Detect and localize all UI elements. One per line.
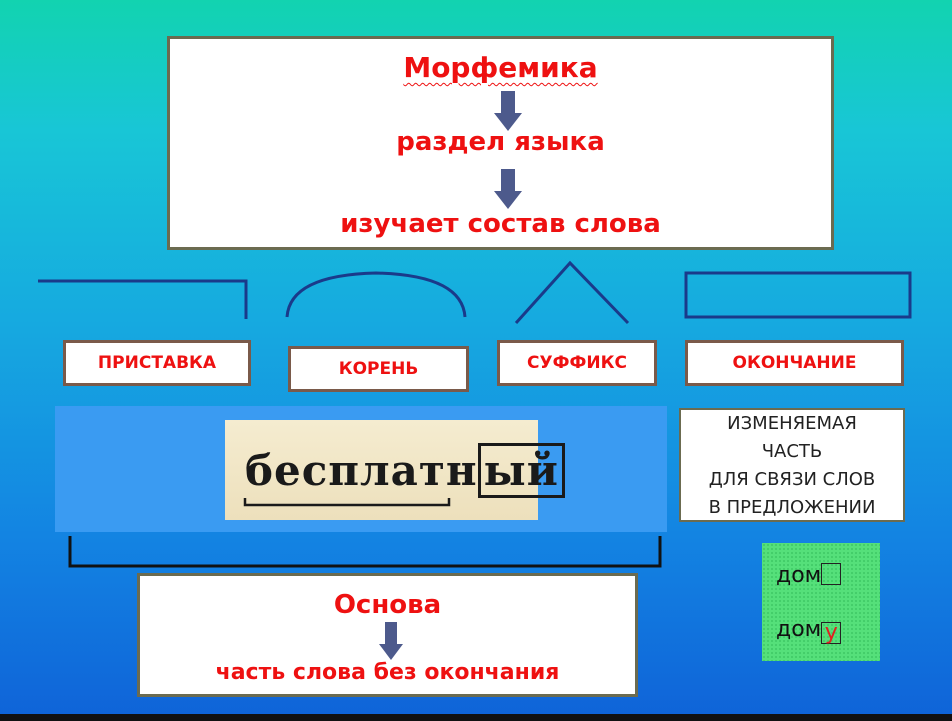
definition-line-studies: изучает состав слова (340, 209, 661, 239)
example-word-stem: бесплатн (245, 446, 478, 495)
example-word-2: дом (776, 617, 822, 642)
arrow-down-icon (494, 91, 522, 131)
definition-line-section: раздел языка (396, 127, 605, 157)
example-word-2-ending: у (821, 622, 842, 644)
ending-description-line: В ПРЕДЛОЖЕНИИ (708, 497, 876, 518)
stem-definition-box: Основа часть слова без окончания (137, 573, 638, 697)
example-word-ending: ый (477, 443, 565, 498)
morpheme-symbols (38, 260, 912, 325)
example-line: дом (776, 563, 842, 588)
stem-title: Основа (333, 590, 442, 620)
label-prefix: ПРИСТАВКА (63, 340, 251, 386)
ending-description-line: ИЗМЕНЯЕМАЯ (727, 413, 857, 434)
example-word-1: дом (776, 563, 822, 588)
ending-description-line: ЧАСТЬ (761, 441, 823, 462)
zero-ending-icon (821, 563, 842, 585)
definition-box: Морфемика раздел языка изучает состав сл… (167, 36, 834, 250)
bottom-edge (0, 714, 952, 721)
label-suffix: СУФФИКС (497, 340, 657, 386)
stem-underline-icon (243, 498, 451, 507)
label-root: КОРЕНЬ (288, 346, 469, 392)
arrow-down-icon (379, 622, 403, 660)
stem-bracket-icon (68, 536, 662, 568)
root-symbol-icon (285, 271, 467, 318)
ending-symbol-icon (684, 271, 912, 319)
definition-title: Морфемика (403, 51, 598, 84)
arrow-down-icon (494, 169, 522, 209)
suffix-symbol-icon (514, 260, 630, 325)
ending-description-box: ИЗМЕНЯЕМАЯ ЧАСТЬ ДЛЯ СВЯЗИ СЛОВ В ПРЕДЛО… (679, 408, 905, 522)
prefix-symbol-icon (38, 279, 248, 319)
ending-description-line: ДЛЯ СВЯЗИ СЛОВ (708, 469, 876, 490)
stem-text: часть слова без окончания (215, 660, 560, 685)
label-ending: ОКОНЧАНИЕ (685, 340, 904, 386)
